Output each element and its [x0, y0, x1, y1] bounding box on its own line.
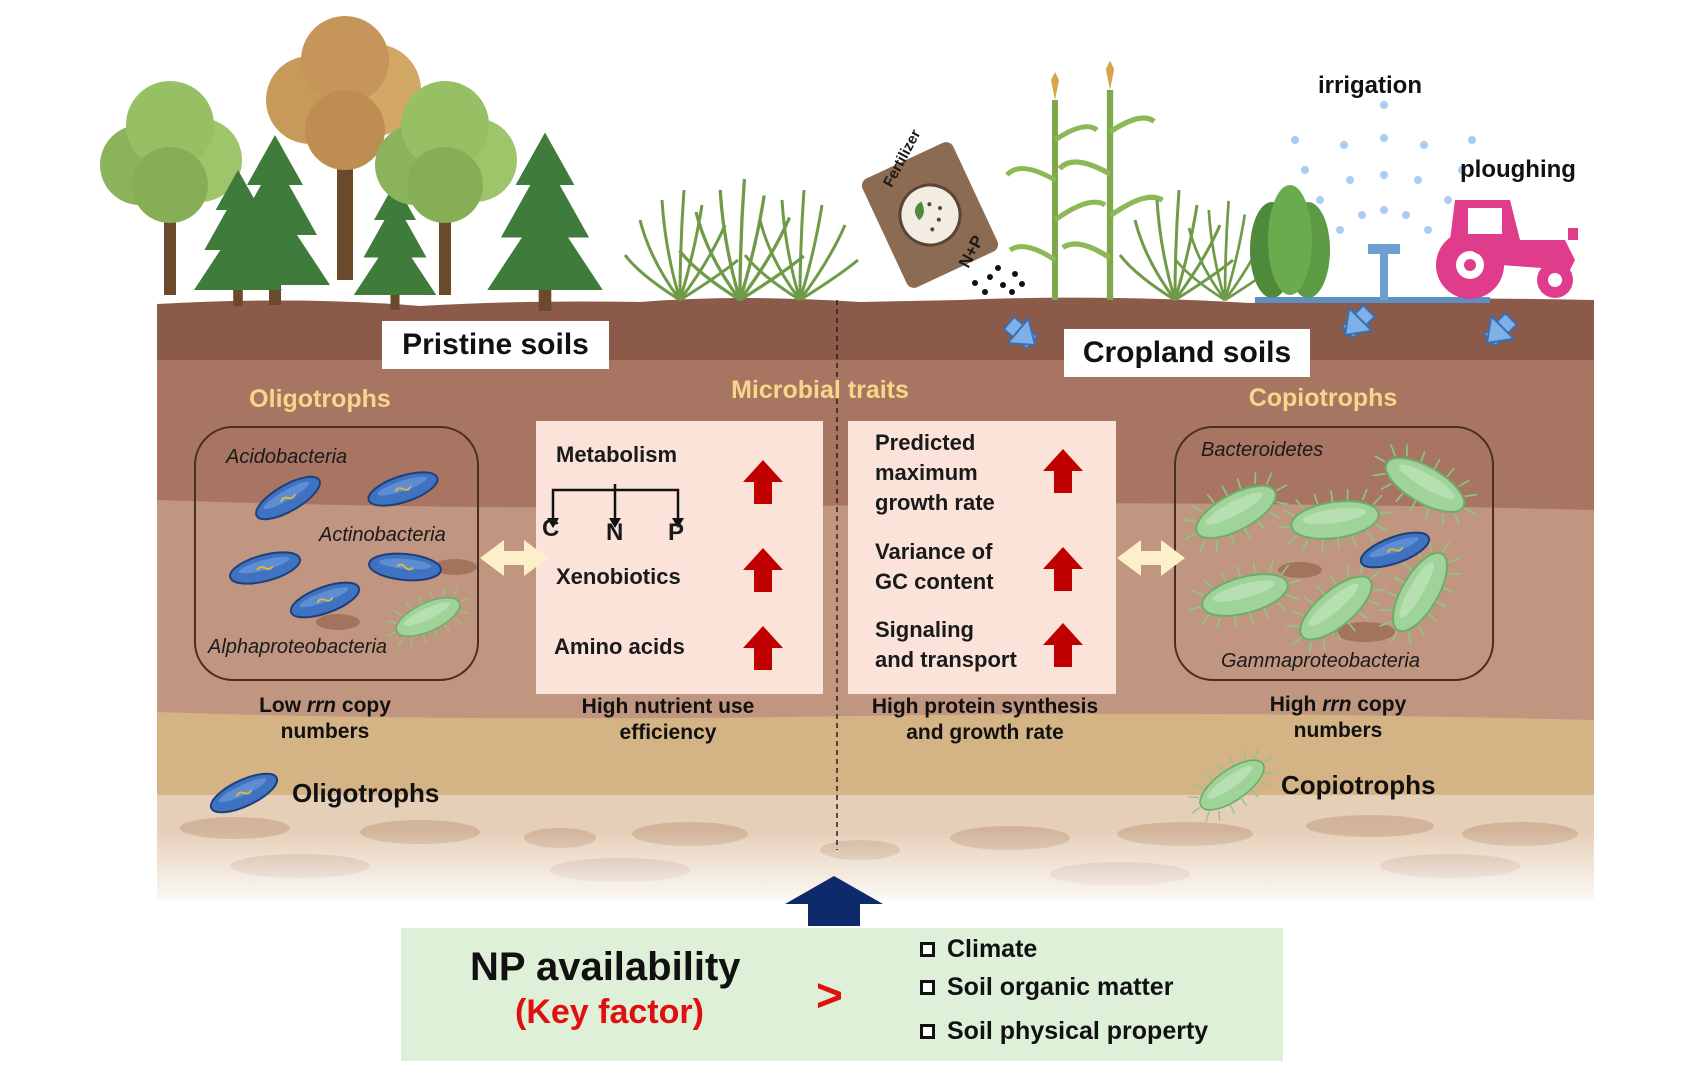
right-trait-caption: High protein synthesis and growth rate	[871, 695, 1099, 744]
copiotrophs-heading: Copiotrophs	[1248, 384, 1398, 412]
factor-climate: Climate	[920, 935, 1037, 964]
checkbox-icon	[920, 942, 935, 957]
left-trait-caption: High nutrient use efficiency	[581, 695, 755, 744]
trait-panels	[536, 421, 1116, 694]
checkbox-icon	[920, 1024, 935, 1039]
cropland-soils-title: Cropland soils	[1064, 329, 1310, 377]
factor-soil-organic-matter: Soil organic matter	[920, 973, 1173, 1002]
driver-panel	[401, 876, 1283, 1061]
legend-oligotrophs: Oligotrophs	[292, 778, 440, 808]
np-availability-label: NP availability	[470, 945, 741, 989]
greater-than-symbol: >	[816, 969, 843, 1021]
trait-metabolism: Metabolism	[556, 442, 678, 467]
checkbox-icon	[920, 980, 935, 995]
trait-xenobiotics: Xenobiotics	[556, 564, 681, 589]
taxon-acidobacteria: Acidobacteria	[226, 446, 348, 468]
ploughing-label: ploughing	[1460, 156, 1576, 183]
element-n: N	[606, 519, 624, 546]
oligotroph-caption: Low rrn copy numbers	[259, 694, 391, 743]
element-p: P	[668, 519, 685, 546]
microbial-traits-heading: Microbial traits	[731, 376, 909, 404]
oligotrophs-heading: Oligotrophs	[249, 385, 391, 413]
soil-profile	[150, 297, 1610, 910]
taxon-gammaproteobacteria: Gammaproteobacteria	[1221, 650, 1420, 672]
irrigation-label: irrigation	[1318, 72, 1423, 99]
pristine-soils-title: Pristine soils	[382, 321, 609, 369]
trait-signaling-transport: Signaling and transport	[875, 617, 1017, 672]
management-input-arrows	[1002, 303, 1519, 359]
trait-max-growth-rate: Predicted maximum growth rate	[875, 430, 995, 515]
taxon-actinobacteria: Actinobacteria	[319, 524, 446, 546]
oligotroph-community-box	[194, 426, 480, 681]
cropland-vegetation	[861, 61, 1578, 303]
taxon-alphaproteobacteria: Alphaproteobacteria	[208, 636, 388, 658]
copiotroph-caption: High rrn copy numbers	[1269, 693, 1407, 742]
key-factor-label: (Key factor)	[515, 993, 704, 1031]
trait-amino-acids: Amino acids	[554, 634, 685, 659]
double-arrows	[480, 540, 1185, 576]
element-c: C	[542, 515, 560, 542]
forest-vegetation	[100, 16, 860, 311]
factor-soil-physical-property: Soil physical property	[920, 1017, 1208, 1046]
trait-gc-content-variance: Variance of GC content	[875, 539, 994, 594]
legend-copiotrophs: Copiotrophs	[1281, 770, 1436, 800]
taxon-bacteroidetes: Bacteroidetes	[1201, 439, 1324, 461]
